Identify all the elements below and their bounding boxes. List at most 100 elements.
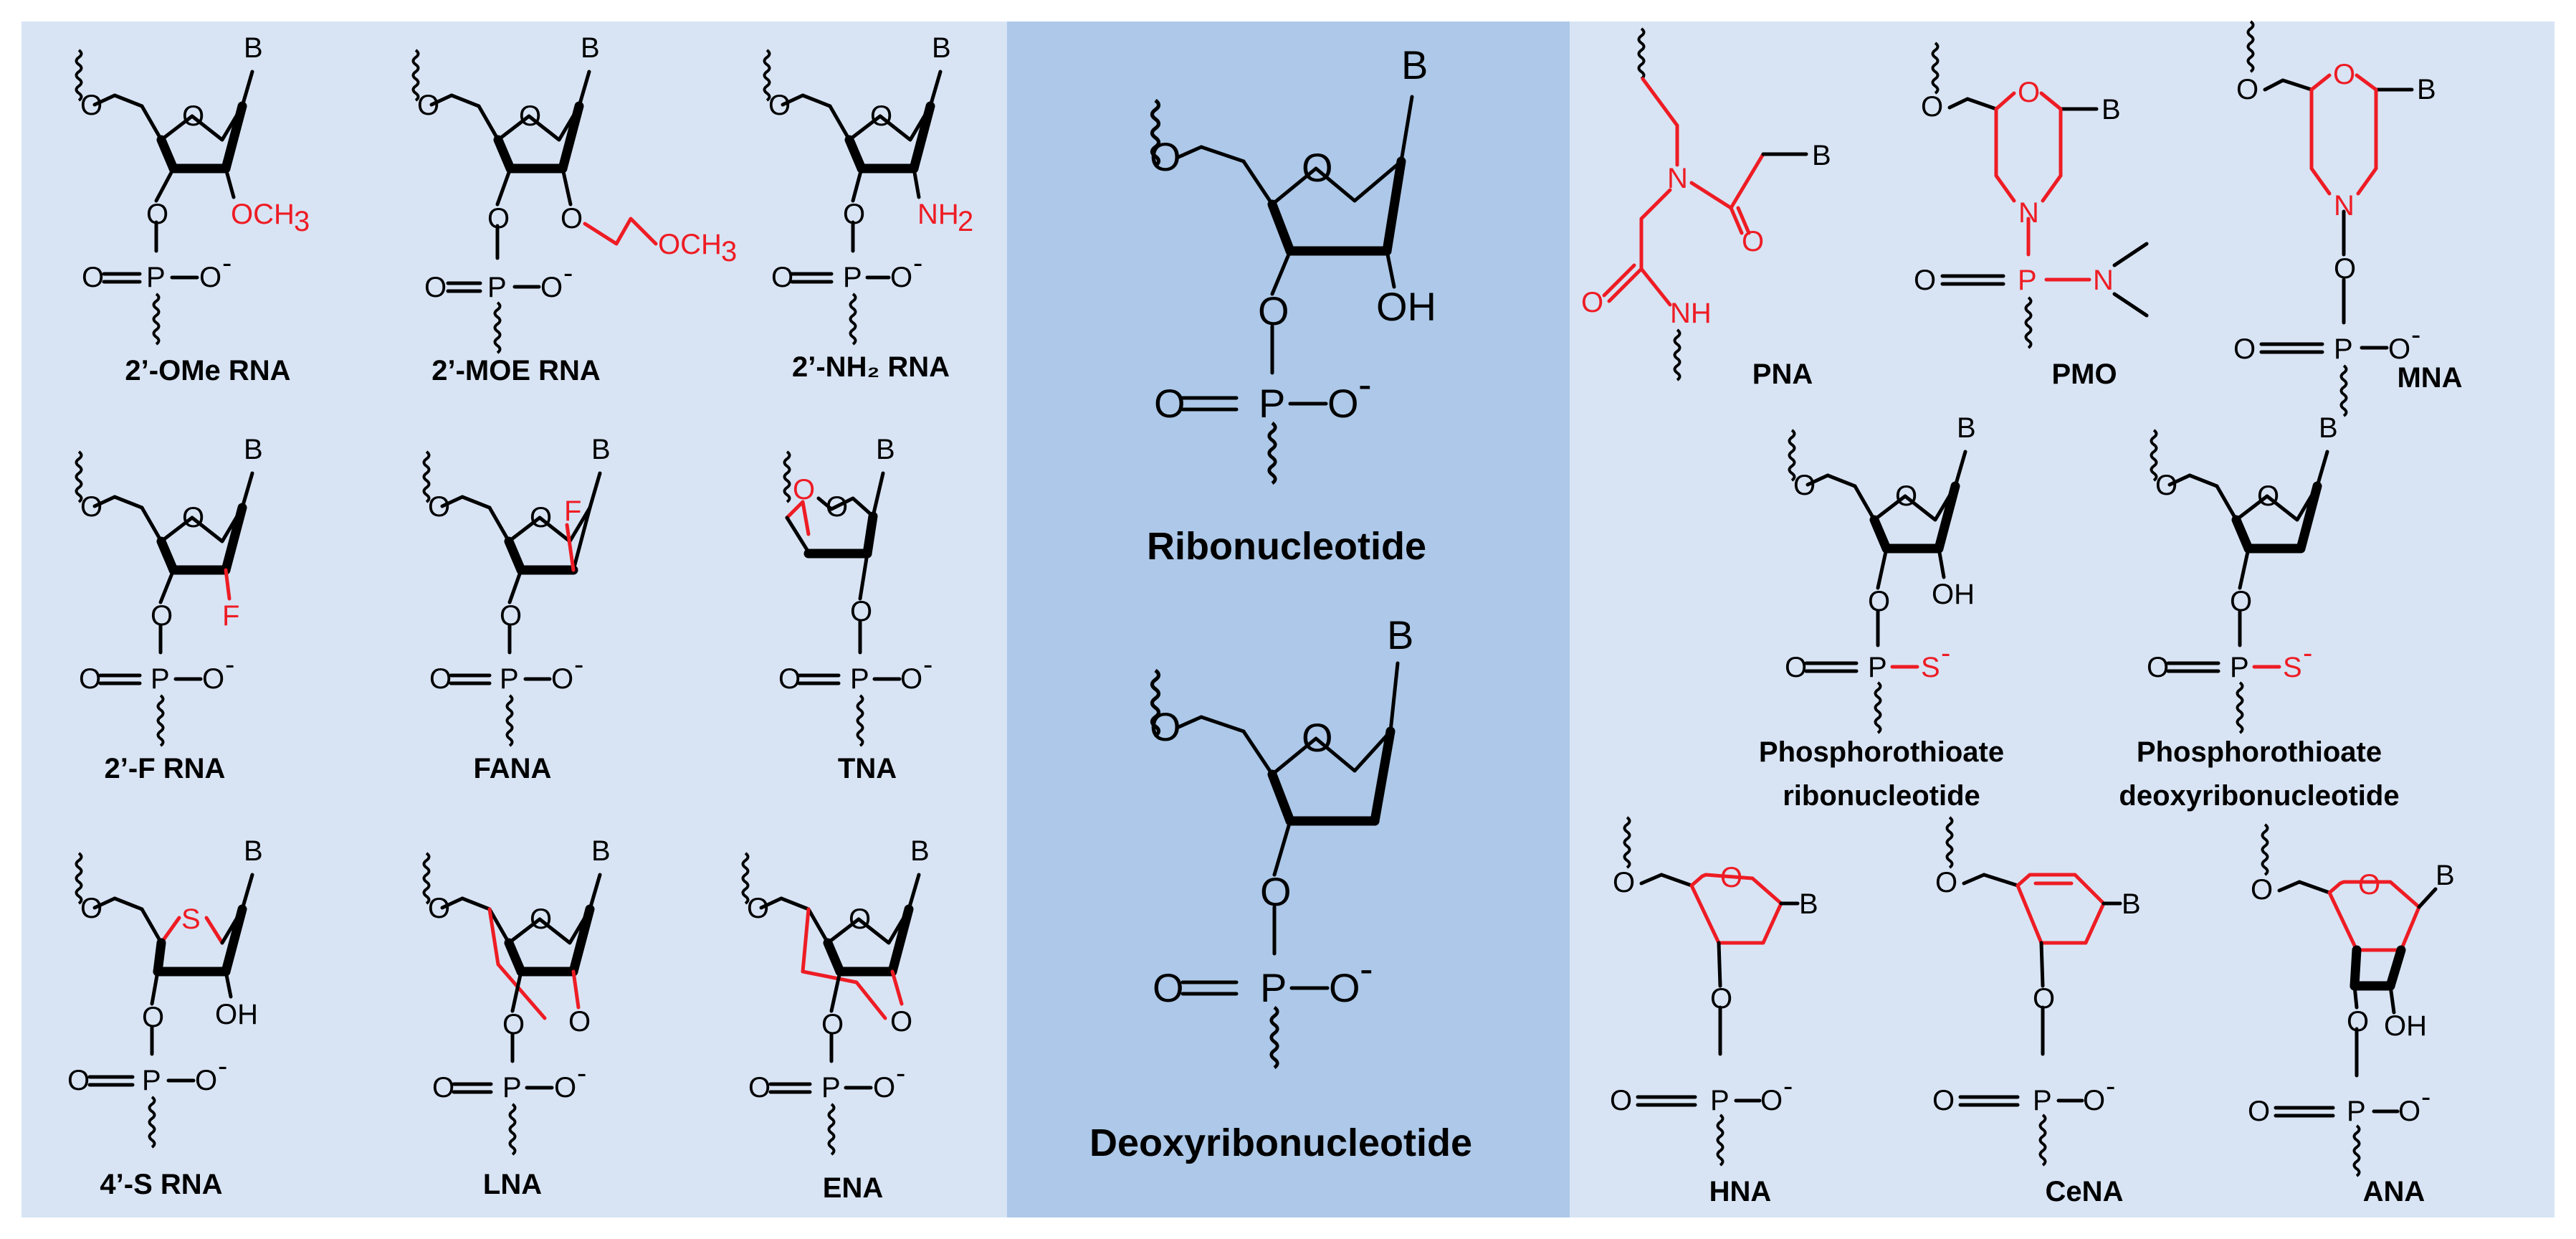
structure-lna xyxy=(422,852,602,1156)
atom-o: O xyxy=(821,1009,844,1040)
subscript-3: 3 xyxy=(294,206,310,237)
atom-base: B xyxy=(876,434,895,465)
structure-2nh2-rna xyxy=(763,49,943,346)
structure-2ome-rna xyxy=(75,49,254,346)
atom-o: O xyxy=(79,663,101,695)
atom-p: P xyxy=(821,1072,841,1103)
atom-base: B xyxy=(2417,74,2436,105)
atom-o-minus: O xyxy=(195,1065,217,1096)
structure-2moe-rna xyxy=(411,49,658,354)
structure-ana xyxy=(2261,823,2438,1177)
structure-2f-rna xyxy=(75,450,254,747)
atom-och3: OCH xyxy=(658,229,722,260)
atom-o: O xyxy=(151,600,173,632)
atom-s-minus: S xyxy=(2283,652,2302,683)
atom-base: B xyxy=(2436,860,2455,891)
atom-o: O xyxy=(1154,381,1186,426)
atom-o: O xyxy=(2155,470,2177,501)
label-lna: LNA xyxy=(483,1169,542,1200)
label-deoxyribonucleotide: Deoxyribonucleotide xyxy=(1089,1121,1472,1164)
atom-base: B xyxy=(1812,140,1831,171)
atom-o: O xyxy=(1914,265,1936,296)
label-ribonucleotide: Ribonucleotide xyxy=(1147,525,1426,568)
atom-p: P xyxy=(502,1072,522,1103)
atom-o: O xyxy=(1868,586,1890,617)
atom-p: P xyxy=(2033,1085,2052,1116)
atom-p: P xyxy=(146,262,166,293)
atom-o: O xyxy=(2236,74,2258,105)
atom-o-minus: O xyxy=(1327,381,1359,426)
atom-o: O xyxy=(2018,77,2040,108)
atom-o-minus: O xyxy=(873,1072,895,1103)
atom-o: O xyxy=(568,1006,591,1038)
atom-o: O xyxy=(560,203,583,234)
atom-p: P xyxy=(850,663,869,695)
atom-o: O xyxy=(1260,869,1292,914)
atom-p: P xyxy=(151,663,170,695)
charge-minus: - xyxy=(1941,637,1950,669)
atom-base: B xyxy=(2319,412,2338,444)
atom-o: O xyxy=(2334,253,2356,285)
label-2ome-rna: 2’-OMe RNA xyxy=(125,355,290,386)
atom-p: P xyxy=(142,1065,161,1096)
atom-o: O xyxy=(417,90,439,121)
atom-o: O xyxy=(1793,470,1816,501)
atom-o: O xyxy=(1742,226,1764,257)
atom-o: O xyxy=(424,272,447,303)
atom-o: O xyxy=(2147,652,2169,683)
charge-minus: - xyxy=(577,1058,586,1089)
atom-base: B xyxy=(244,835,263,867)
atom-o-minus: O xyxy=(2388,333,2410,365)
atom-o: O xyxy=(82,262,104,293)
atom-och3: OCH xyxy=(231,199,295,230)
atom-p: P xyxy=(1260,965,1287,1010)
atom-o: O xyxy=(1720,862,1742,893)
atom-n: N xyxy=(2334,190,2355,222)
atom-base: B xyxy=(2122,888,2141,920)
atom-o: O xyxy=(432,1072,454,1103)
atom-o: O xyxy=(1785,652,1807,683)
atom-o: O xyxy=(80,893,102,924)
atom-p: P xyxy=(1710,1085,1730,1116)
structure-tna xyxy=(783,450,902,747)
atom-o: O xyxy=(487,203,510,234)
atom-o: O xyxy=(2248,1096,2270,1127)
charge-minus: - xyxy=(2421,1081,2430,1113)
atom-o: O xyxy=(80,90,102,121)
atom-nh2: NH xyxy=(917,199,959,230)
atom-o: O xyxy=(67,1065,90,1096)
label-ena: ENA xyxy=(823,1172,883,1204)
atom-o: O xyxy=(2257,480,2279,512)
atom-o: O xyxy=(1153,965,1184,1010)
structure-deoxyribonucleotide xyxy=(1152,661,1400,1068)
atom-o: O xyxy=(849,903,871,935)
atom-o: O xyxy=(429,663,452,695)
atom-base: B xyxy=(910,835,930,867)
atom-base: B xyxy=(591,434,611,465)
atom-p: P xyxy=(843,262,862,293)
label-pmo: PMO xyxy=(2051,359,2117,390)
label-mna: MNA xyxy=(2397,362,2462,394)
atom-o: O xyxy=(2251,874,2273,906)
atom-o-minus: O xyxy=(551,663,573,695)
atom-o: O xyxy=(428,491,450,523)
atom-o: O xyxy=(778,663,801,695)
charge-minus: - xyxy=(896,1058,905,1089)
atom-base: B xyxy=(244,434,263,465)
structure-mna xyxy=(2246,20,2414,417)
structure-4s-rna xyxy=(75,852,254,1149)
atom-o: O xyxy=(1302,715,1333,760)
atom-o: O xyxy=(1921,91,1943,123)
atom-o: O xyxy=(747,893,769,924)
label-2nh2-rna: 2’-NH₂ RNA xyxy=(792,351,950,383)
charge-minus: - xyxy=(2303,637,2312,669)
label-cena: CeNA xyxy=(2046,1176,2124,1207)
atom-p: P xyxy=(1259,381,1285,426)
atom-p: P xyxy=(2347,1096,2366,1127)
atom-nh: NH xyxy=(1670,298,1712,329)
atom-o-minus: O xyxy=(540,272,563,303)
atom-o-minus: O xyxy=(900,663,922,695)
atom-o: O xyxy=(502,1009,525,1040)
label-fana: FANA xyxy=(474,753,552,784)
atom-o: O xyxy=(793,474,815,505)
